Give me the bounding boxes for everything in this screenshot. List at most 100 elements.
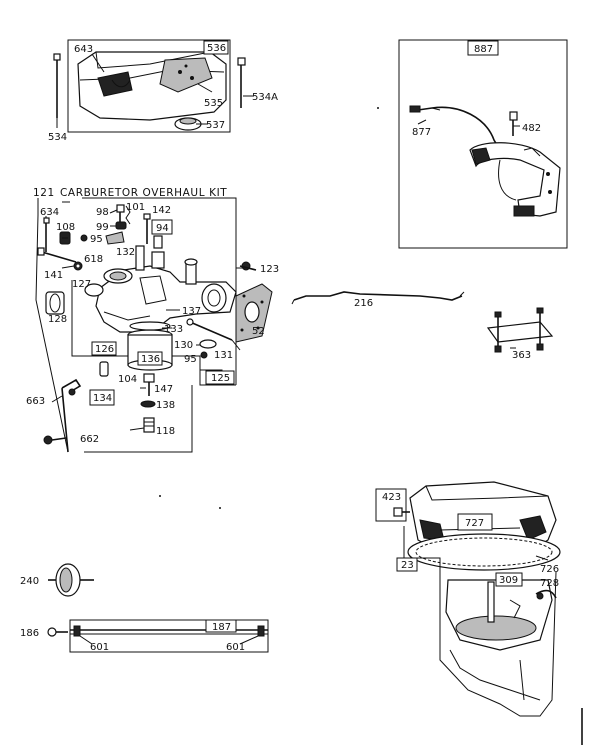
washer-618[interactable] (73, 261, 83, 271)
spring-101[interactable] (125, 205, 131, 225)
svg-text:108: 108 (56, 222, 75, 233)
label-141: 141 (44, 270, 63, 281)
lever-132[interactable] (105, 231, 125, 245)
clip-95a[interactable] (80, 234, 88, 242)
seat-99[interactable] (115, 221, 127, 230)
fuel-line-group: 186 187 601 601 (20, 619, 269, 653)
fuel-filter-240[interactable] (48, 563, 94, 597)
svg-text:127: 127 (72, 279, 91, 290)
label-643: 643 (74, 44, 93, 55)
tank-bolt-534[interactable] (53, 53, 61, 118)
label-147: 147 (154, 384, 173, 395)
svg-text:95: 95 (184, 354, 197, 365)
svg-text:131: 131 (214, 350, 233, 361)
bowl-nut-147[interactable] (143, 373, 155, 396)
label-123: 123 (260, 264, 279, 275)
svg-text:95: 95 (90, 234, 103, 245)
label-108: 108 (56, 222, 75, 233)
engine-block[interactable] (403, 526, 557, 717)
label-142: 142 (152, 205, 171, 216)
svg-text:126: 126 (95, 344, 114, 355)
fuel-tank[interactable] (77, 51, 227, 121)
clip-95b[interactable] (200, 351, 208, 359)
float-bowl[interactable] (127, 329, 173, 371)
label-132: 132 (116, 247, 135, 258)
screw-141[interactable] (37, 247, 77, 263)
label-363: 363 (512, 350, 531, 361)
flywheel-ring[interactable] (407, 533, 561, 571)
svg-text:133: 133 (164, 324, 183, 335)
washer-130[interactable] (199, 339, 217, 349)
svg-text:132: 132 (116, 247, 135, 258)
control-bracket[interactable] (469, 142, 561, 217)
label-133: 133 (164, 324, 183, 335)
svg-text:138: 138 (156, 400, 175, 411)
governor-cable[interactable] (409, 105, 501, 151)
washer-138[interactable] (140, 400, 156, 408)
svg-text:534A: 534A (252, 92, 278, 103)
label-534a: 534A (252, 92, 278, 103)
float-128[interactable] (45, 291, 65, 315)
label-634: 634 (40, 207, 59, 218)
label-877: 877 (412, 127, 431, 138)
label-130: 130 (174, 340, 193, 351)
label-99: 99 (96, 222, 109, 233)
bracket-363[interactable] (486, 307, 554, 353)
svg-text:887: 887 (474, 44, 493, 55)
svg-text:121: 121 (33, 187, 55, 199)
svg-text:216: 216 (354, 298, 373, 309)
svg-text:363: 363 (512, 350, 531, 361)
svg-text:186: 186 (20, 628, 39, 639)
clamp-186[interactable] (47, 627, 68, 637)
intake-gasket[interactable] (235, 283, 273, 343)
svg-text:663: 663 (26, 396, 45, 407)
svg-text:23: 23 (401, 560, 414, 571)
svg-text:309: 309 (499, 575, 518, 586)
svg-text:482: 482 (522, 123, 541, 134)
svg-text:101: 101 (126, 202, 145, 213)
screw-662[interactable] (43, 435, 67, 445)
label-131: 131 (214, 350, 233, 361)
svg-text:94: 94 (156, 223, 169, 234)
blower-housing[interactable] (409, 481, 557, 553)
svg-text:123: 123 (260, 264, 279, 275)
drain-118[interactable] (143, 417, 155, 433)
svg-text:104: 104 (118, 374, 137, 385)
screw-423[interactable] (375, 488, 410, 522)
label-537: 537 (206, 120, 225, 131)
label-534: 534 (48, 132, 67, 143)
governor-link-216[interactable] (291, 291, 465, 305)
needle-98[interactable] (116, 204, 125, 222)
label-601b: 601 (226, 642, 245, 653)
spring-94[interactable] (151, 219, 173, 249)
svg-text:137: 137 (182, 306, 201, 317)
seat-104[interactable] (99, 361, 109, 377)
label-126: 126 (91, 341, 117, 356)
governor-link-728[interactable] (535, 589, 557, 600)
label-727: 727 (465, 518, 484, 529)
shaft-131[interactable] (186, 318, 233, 341)
label-887: 887 (467, 40, 499, 56)
label-138: 138 (156, 400, 175, 411)
svg-text:128: 128 (48, 314, 67, 325)
fuel-cap[interactable] (174, 117, 202, 131)
svg-text:728: 728 (540, 578, 559, 589)
kit-outline (35, 197, 237, 453)
label-618: 618 (84, 254, 103, 265)
screw-123[interactable] (239, 261, 257, 271)
choke-link[interactable] (61, 378, 82, 453)
tank-bolt-534a[interactable] (237, 57, 246, 108)
svg-text:726: 726 (540, 564, 559, 575)
pin-634[interactable] (43, 217, 50, 252)
bracket-screw-482[interactable] (509, 111, 518, 136)
svg-text:141: 141 (44, 270, 63, 281)
label-94: 94 (156, 223, 169, 234)
svg-text:535: 535 (204, 98, 223, 109)
label-125: 125 (205, 370, 235, 385)
svg-text:99: 99 (96, 222, 109, 233)
screw-142[interactable] (143, 213, 151, 244)
gasket-133[interactable] (129, 321, 171, 331)
gasket-127[interactable] (84, 283, 104, 297)
carburetor-body[interactable] (95, 245, 237, 333)
